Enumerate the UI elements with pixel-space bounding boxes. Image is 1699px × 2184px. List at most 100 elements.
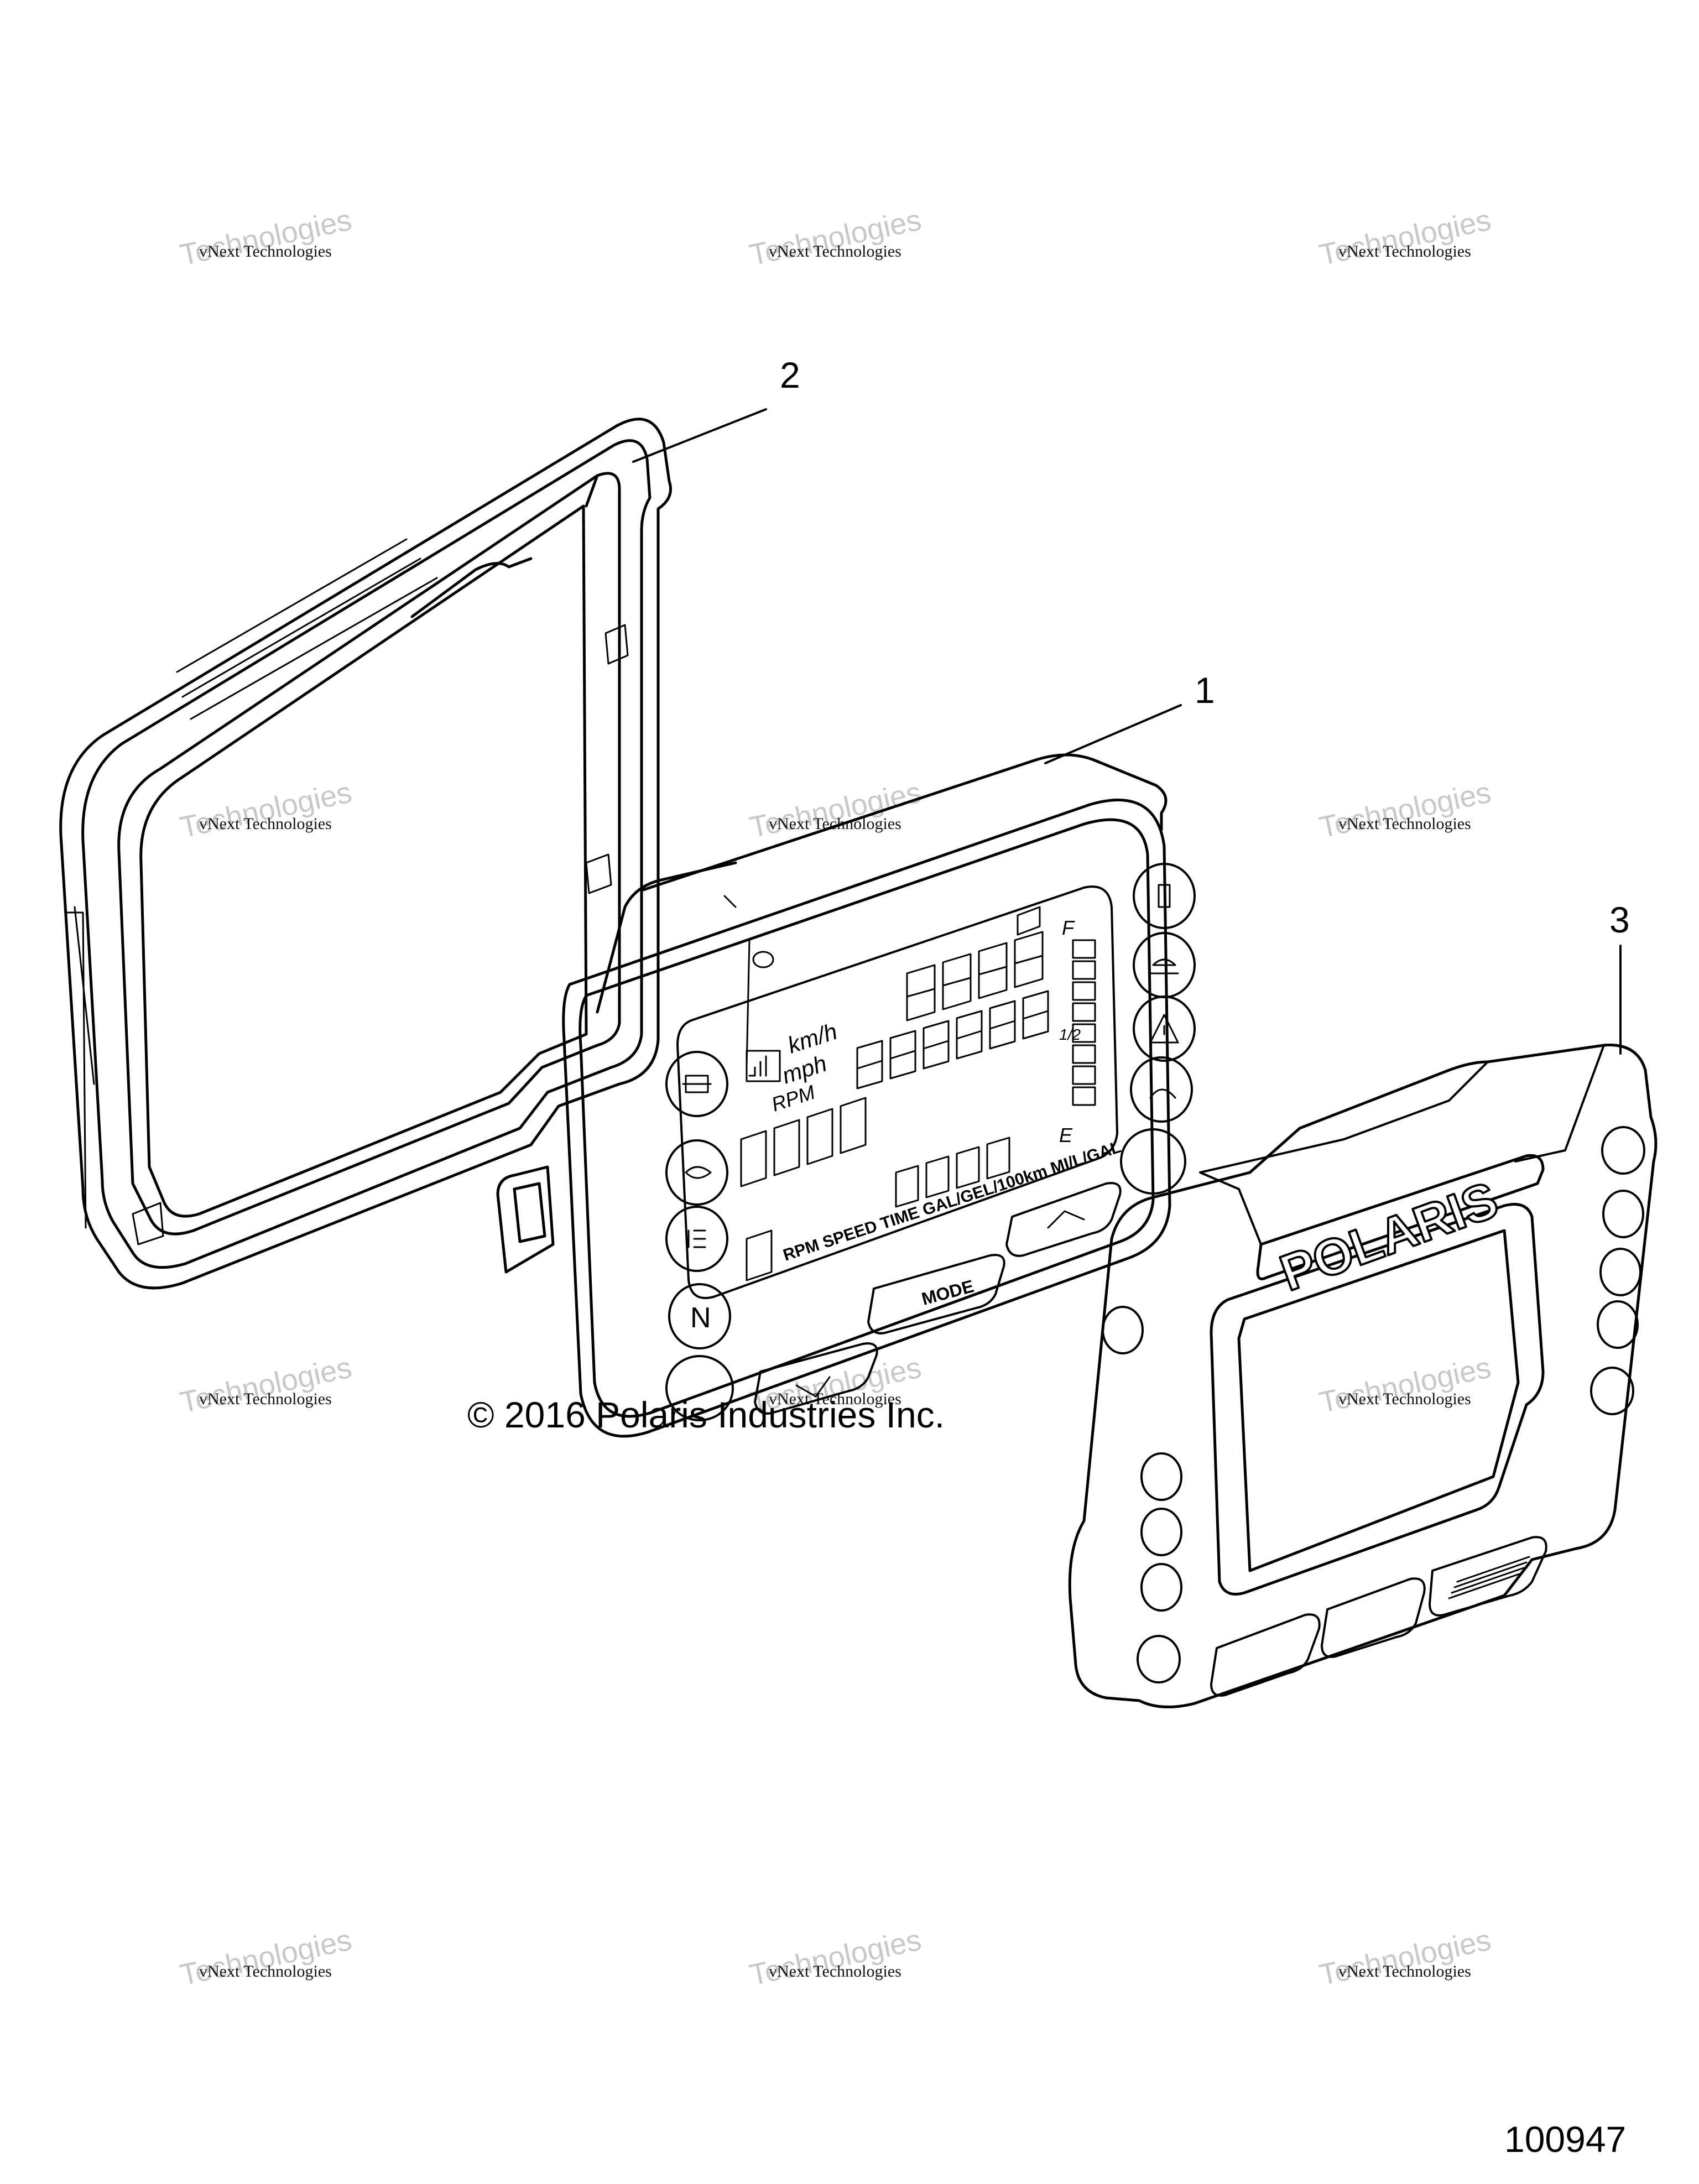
frame-tab-bottom (132, 1202, 164, 1245)
right-round-button[interactable] (1120, 1128, 1186, 1195)
frame-corner-line (585, 474, 599, 508)
cover-hole (1102, 1306, 1144, 1354)
signal-bars-icon (748, 1055, 767, 1077)
seatbelt-icon (1158, 884, 1171, 908)
warning-triangle-icon (1149, 1014, 1179, 1044)
callout-1: 1 (1195, 670, 1215, 711)
oil-can-icon (685, 1166, 712, 1179)
watermark: Technologies vNext Technologies (747, 203, 979, 304)
seatbelt-indicator-button[interactable] (1133, 863, 1196, 929)
lcd-digit (942, 953, 972, 1010)
high-beam-button[interactable] (665, 1206, 728, 1272)
frame-tab-right (585, 853, 612, 894)
lcd-digit (923, 1020, 950, 1070)
part-3-cover: POLARIS (1068, 1044, 1658, 1708)
lcd-digit (856, 1040, 883, 1090)
lcd-digit (895, 1165, 919, 1208)
lcd-digit (840, 1097, 867, 1154)
oil-indicator-button[interactable] (665, 1139, 728, 1206)
logo-plate (1256, 1154, 1545, 1280)
cover-grip-lines (1448, 1556, 1530, 1599)
frame-window-inner (139, 504, 588, 1218)
lcd-digit (978, 942, 1008, 999)
frame-top-ribs (410, 557, 533, 618)
headlight-icon (1149, 958, 1179, 974)
cover-hole (1597, 1300, 1639, 1349)
lcd-digit (1022, 990, 1049, 1040)
leader-line-2 (632, 408, 767, 463)
cover-hole (1599, 1248, 1641, 1296)
callout-3: 3 (1609, 899, 1630, 940)
frame-tab-top (604, 624, 629, 665)
left-round-button[interactable] (665, 1355, 734, 1421)
lcd-digit (989, 1000, 1016, 1050)
cover-hole (1590, 1367, 1634, 1415)
watermark: Technologies vNext Technologies (747, 775, 979, 877)
cluster-front-bezel (562, 799, 1171, 1438)
check-engine-button[interactable] (665, 1051, 728, 1117)
watermark: Technologies vNext Technologies (1316, 203, 1549, 304)
cover-crease-lines (1199, 1044, 1605, 1245)
watermark: Technologies vNext Technologies (177, 1923, 409, 2024)
right-buttons (1120, 863, 1196, 1195)
signal-icon (746, 1050, 781, 1082)
high-beam-icon (687, 1229, 706, 1248)
watermark: Technologies vNext Technologies (177, 203, 409, 304)
lcd-digit (889, 1030, 916, 1080)
frame-left-ribs (65, 906, 95, 1229)
watermark-text: vNext Technologies (769, 1390, 901, 1408)
temp-indicator-button[interactable] (1130, 1056, 1193, 1123)
lcd-digit (1014, 931, 1044, 988)
cover-left-holes (1102, 1306, 1182, 1683)
housing-rear-top (640, 753, 1168, 892)
cover-right-holes (1590, 1126, 1645, 1415)
engine-light-icon (682, 1075, 712, 1093)
down-button[interactable] (754, 1342, 878, 1415)
fuel-half-label: 1/2 (1059, 1026, 1081, 1043)
cover-button-openings (1210, 1536, 1547, 1697)
cluster-front-rim (579, 818, 1155, 1418)
cover-window-inner (1237, 1229, 1520, 1572)
lcd-digit (773, 1119, 800, 1176)
up-button[interactable] (1005, 1182, 1122, 1257)
frame-top-lines (176, 538, 438, 720)
figure-number: 100947 (1504, 2119, 1627, 2160)
watermark-text: vNext Technologies (1338, 815, 1471, 833)
watermark-text: vNext Technologies (1338, 242, 1471, 260)
watermark-text: vNext Technologies (199, 1962, 332, 1980)
mode-button[interactable] (867, 1254, 1005, 1335)
warning-indicator-button[interactable] (1133, 995, 1196, 1062)
fuel-bar (1072, 1002, 1096, 1022)
left-buttons: N (665, 1051, 734, 1421)
lcd-digit (956, 1010, 983, 1060)
housing-detail-lines (723, 895, 751, 1068)
cover-hole (1140, 1563, 1182, 1612)
fuel-bar (1072, 1086, 1096, 1106)
cover-opening-middle (1321, 1577, 1426, 1658)
cover-opening-left (1210, 1613, 1321, 1697)
lcd-mode-bar: RPM SPEED TIME GAL/GEL/100km MI/L/GAL (781, 1138, 1123, 1264)
frame-outer-edge (59, 418, 672, 1290)
watermark: Technologies vNext Technologies (747, 1923, 979, 2024)
lcd-digit (746, 1229, 773, 1281)
copyright-notice: © 2016 Polaris Industries Inc. (467, 1394, 945, 1435)
watermark-text: vNext Technologies (769, 815, 901, 833)
lcd-digit (806, 1108, 833, 1165)
housing-side-latch (496, 1165, 555, 1274)
bottom-buttons: MODE (754, 1182, 1122, 1415)
neutral-indicator-button[interactable] (668, 1283, 731, 1349)
cover-hole (1140, 1508, 1182, 1556)
up-chevron-icon (1047, 1210, 1085, 1229)
lcd-digit (925, 1155, 950, 1198)
watermark-text: vNext Technologies (1338, 1962, 1471, 1980)
part-2-lens-frame (59, 418, 672, 1290)
watermark: Technologies vNext Technologies (1316, 1351, 1549, 1452)
housing-rear-left (596, 861, 737, 1014)
watermark-text: vNext Technologies (199, 815, 332, 833)
fuel-bar (1072, 939, 1096, 959)
watermark-text: vNext Technologies (199, 242, 332, 260)
fuel-full-label: F (1062, 916, 1075, 939)
cover-outer (1068, 1044, 1658, 1708)
